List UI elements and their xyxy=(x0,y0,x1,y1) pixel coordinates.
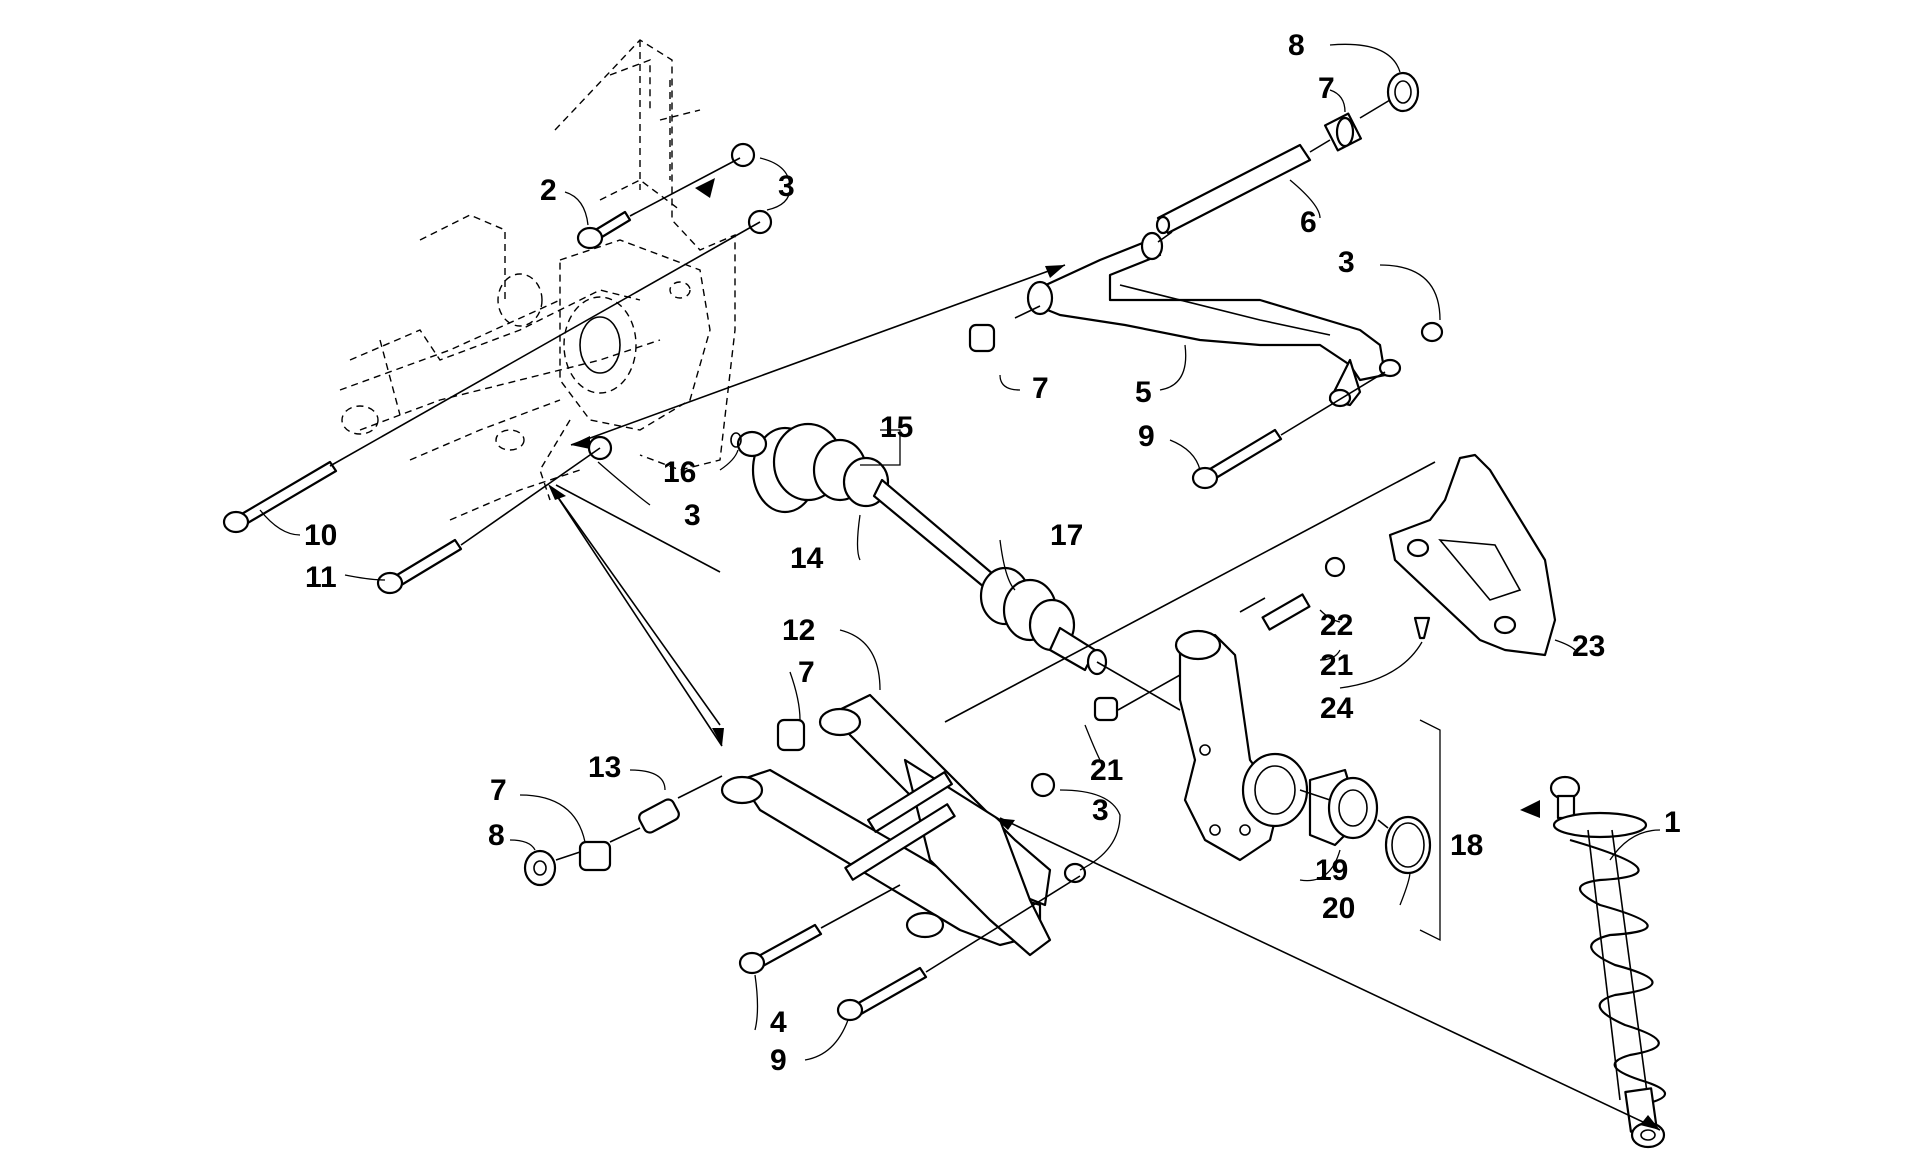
label-10: 10 xyxy=(304,519,337,552)
upper-pivot-parts xyxy=(968,71,1444,353)
label-24: 24 xyxy=(1320,692,1354,725)
label-23: 23 xyxy=(1572,630,1605,663)
label-8-lower: 8 xyxy=(488,819,505,852)
label-19: 19 xyxy=(1315,854,1348,887)
label-13: 13 xyxy=(588,751,621,784)
cv-axle xyxy=(730,422,1108,676)
label-7-lower-left: 7 xyxy=(490,774,507,807)
label-12: 12 xyxy=(782,614,815,647)
label-17: 17 xyxy=(1050,519,1083,552)
label-9-lower: 9 xyxy=(770,1044,787,1077)
label-3-upper-left: 3 xyxy=(778,170,795,203)
label-16: 16 xyxy=(663,456,696,489)
upper-a-arm xyxy=(1026,231,1402,408)
frame-gearcase-reference xyxy=(339,39,736,521)
label-8-top: 8 xyxy=(1288,29,1305,62)
label-18: 18 xyxy=(1450,829,1483,862)
label-6: 6 xyxy=(1300,206,1317,239)
guard-plate xyxy=(1388,453,1557,657)
label-2: 2 xyxy=(540,174,557,207)
label-21-upper: 21 xyxy=(1320,649,1353,682)
label-5: 5 xyxy=(1135,376,1152,409)
label-15: 15 xyxy=(880,411,913,444)
label-4: 4 xyxy=(770,1006,787,1039)
label-7-top: 7 xyxy=(1318,72,1335,105)
label-1: 1 xyxy=(1664,806,1681,839)
label-22: 22 xyxy=(1320,609,1353,642)
fasteners xyxy=(222,142,1540,1022)
label-7-upper-arm: 7 xyxy=(1032,372,1049,405)
label-20: 20 xyxy=(1322,892,1355,925)
label-21-lower: 21 xyxy=(1090,754,1123,787)
leader-lines xyxy=(259,43,1661,1061)
steering-knuckle-assembly xyxy=(1093,556,1432,875)
label-7-lower-arm: 7 xyxy=(798,656,815,689)
callout-labels: 1 2 3 3 3 3 3 4 5 6 7 7 7 7 8 8 9 9 10 1… xyxy=(304,29,1681,1077)
assembly-lines xyxy=(329,99,1661,1131)
lower-pivot-parts xyxy=(523,718,1056,887)
label-3-mid-left: 3 xyxy=(684,499,701,532)
label-3-upper-right: 3 xyxy=(1338,246,1355,279)
shock-absorber xyxy=(1549,775,1666,1149)
label-9-upper: 9 xyxy=(1138,420,1155,453)
label-14: 14 xyxy=(790,542,824,575)
label-3-lower: 3 xyxy=(1092,794,1109,827)
lower-a-arm xyxy=(720,693,1087,957)
label-11: 11 xyxy=(305,561,337,594)
